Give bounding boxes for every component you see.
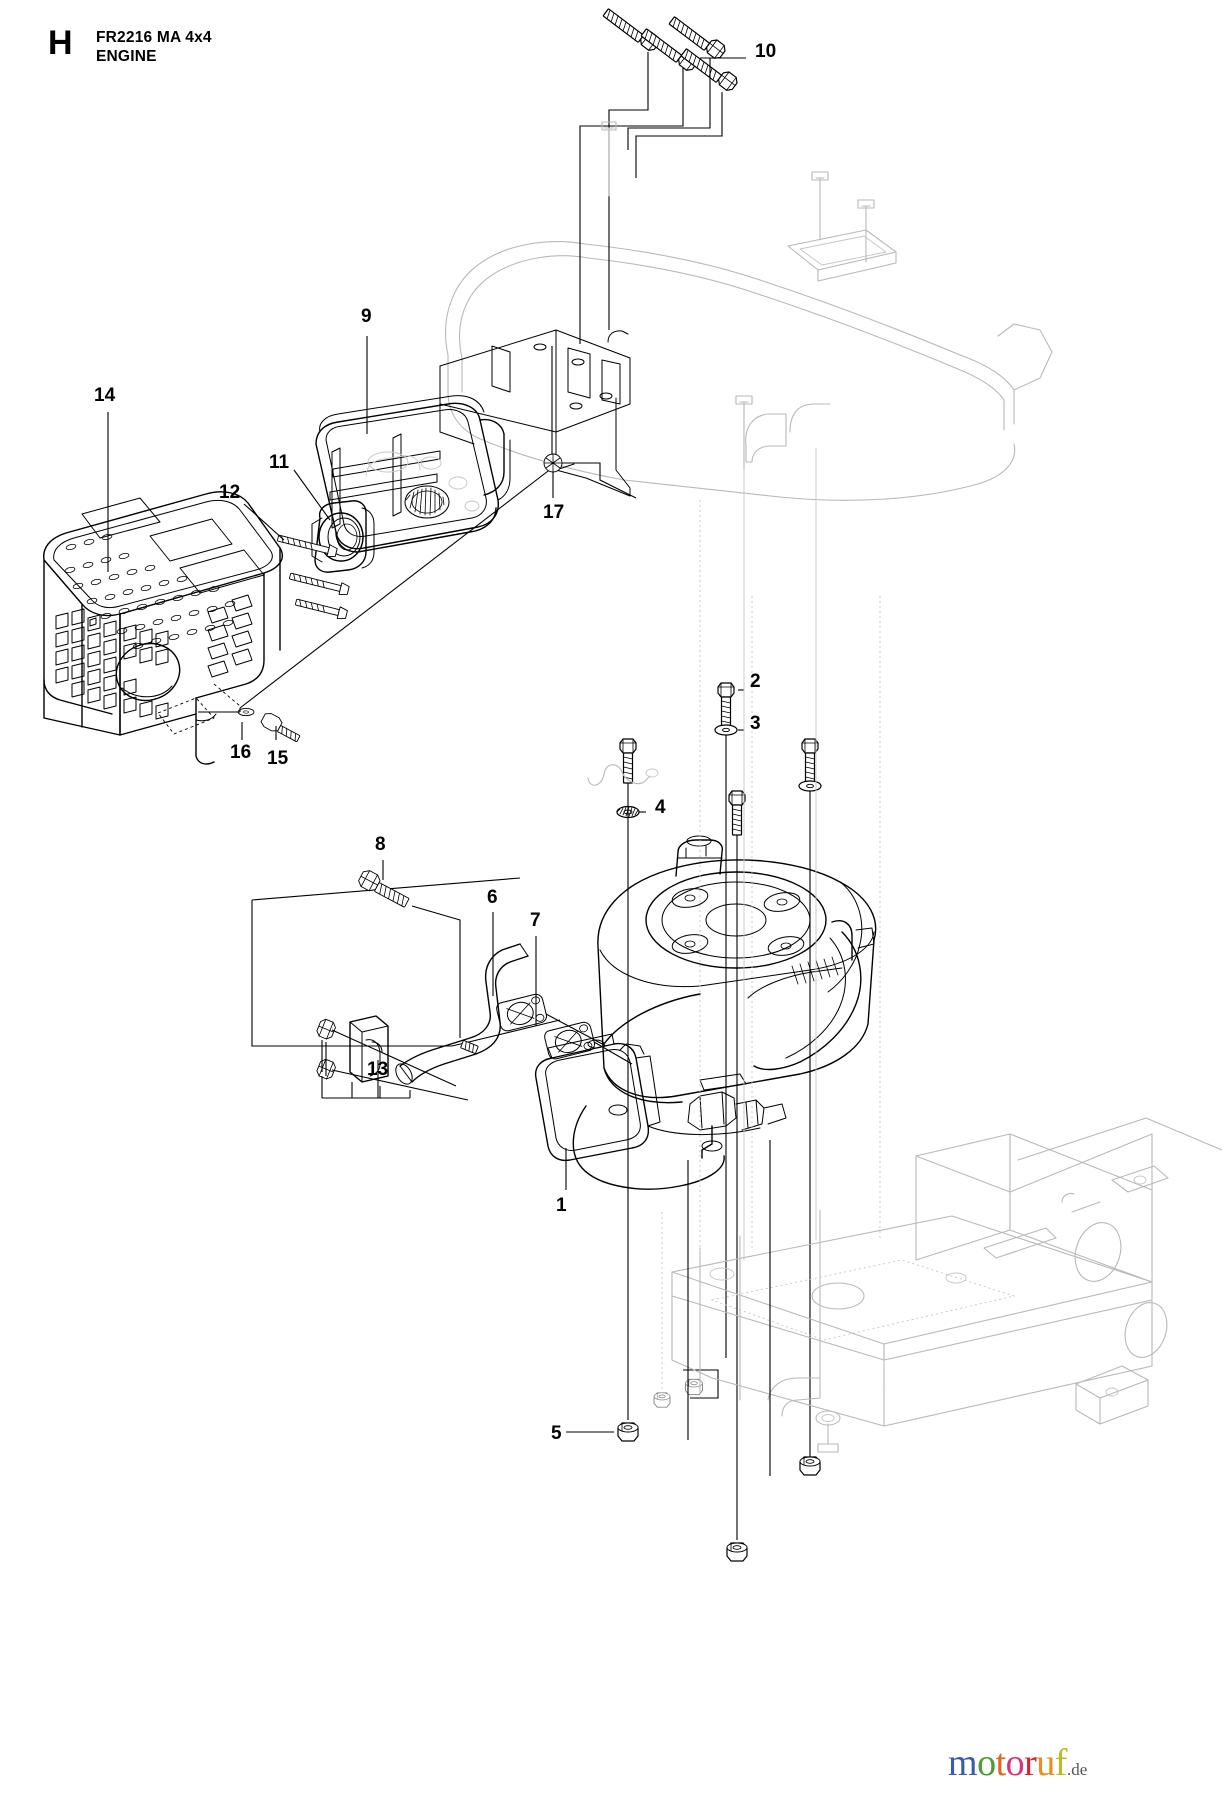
callout-1: 1: [556, 1195, 567, 1216]
callout-17: 17: [543, 502, 565, 523]
chassis-ghost-upper: [445, 171, 1053, 501]
callout-16: 16: [230, 742, 252, 763]
callout-15: 15: [267, 748, 289, 769]
muffler-bolt-group: [579, 2, 746, 344]
watermark-letter-m: m: [948, 1742, 978, 1784]
fuel-line-screw: [358, 860, 461, 1038]
watermark-letter-t: t: [995, 1742, 1007, 1784]
callout-6: 6: [487, 887, 498, 908]
cover-fasteners: [198, 683, 301, 742]
engine-cover: [43, 412, 283, 765]
model-designation: FR2216 MA 4x4: [96, 29, 212, 46]
engine-assembly: [534, 835, 877, 1190]
muffler-clamp: [293, 469, 375, 573]
mounting-hardware: [566, 682, 822, 1562]
motoruf-watermark: motoruf.de: [948, 1742, 1087, 1791]
callout-9: 9: [361, 306, 372, 327]
section-letter: H: [48, 24, 73, 62]
callout-11: 11: [269, 452, 290, 473]
callout-7: 7: [530, 910, 541, 931]
callout-4: 4: [655, 797, 666, 818]
callout-5: 5: [551, 1423, 562, 1444]
callout-14: 14: [94, 385, 116, 406]
watermark-suffix: .de: [1066, 1760, 1088, 1779]
assembly-name: ENGINE: [96, 48, 157, 65]
callout-2: 2: [750, 671, 761, 692]
callout-12: 12: [219, 482, 241, 503]
assembly-reference-frame: [239, 346, 553, 712]
callout-13: 13: [367, 1059, 389, 1080]
engine-mount-bracket: [439, 329, 631, 497]
watermark-letter-o2: o: [1005, 1742, 1025, 1784]
callout-8: 8: [375, 834, 386, 855]
watermark-letter-u: u: [1036, 1742, 1055, 1784]
callout-3: 3: [750, 713, 761, 734]
watermark-letter-r: r: [1024, 1742, 1037, 1784]
watermark-letter-f: f: [1054, 1742, 1068, 1784]
header-titles: FR2216 MA 4x4 ENGINE: [96, 26, 212, 66]
muffler-screw-group: [243, 503, 350, 619]
carburetor-gaskets: [492, 912, 633, 1065]
watermark-letter-o1: o: [977, 1742, 996, 1784]
diagram-header: H FR2216 MA 4x4 ENGINE: [48, 26, 212, 66]
muffler: [315, 336, 511, 553]
callout-10: 10: [755, 41, 777, 62]
bracket-nut: [543, 453, 637, 499]
fuel-line-kit: [251, 877, 561, 1101]
chassis-ghost-lower: [671, 447, 1222, 1453]
